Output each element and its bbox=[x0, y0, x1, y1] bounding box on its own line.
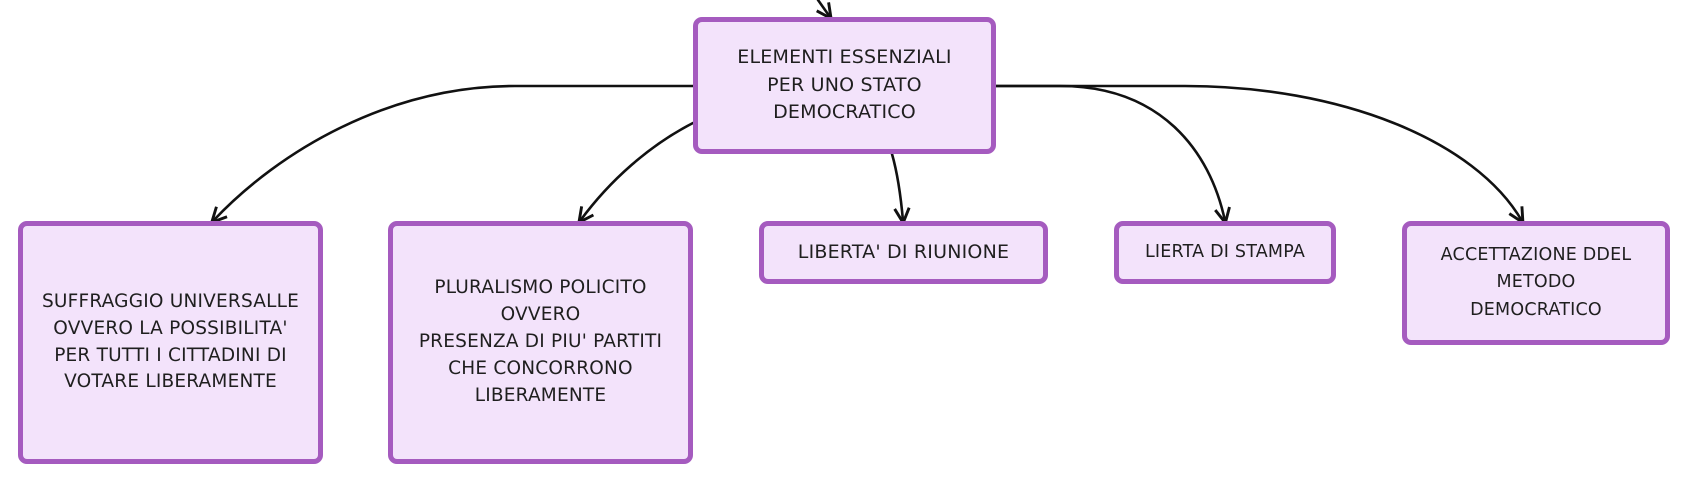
root-node: ELEMENTI ESSENZIALI PER UNO STATO DEMOCR… bbox=[693, 17, 996, 154]
connector-stampa bbox=[994, 84, 1225, 221]
node-pluralismo-label: PLURALISMO POLICITO OVVERO PRESENZA DI P… bbox=[418, 277, 663, 406]
node-stampa-label: LIERTA DI STAMPA bbox=[1144, 241, 1306, 262]
incoming-arrow bbox=[818, 0, 830, 17]
connector-riunione bbox=[890, 152, 903, 221]
connector-pluralismo bbox=[580, 121, 695, 221]
connector-metodo bbox=[994, 84, 1522, 221]
node-riunione-label: LIBERTA' DI RIUNIONE bbox=[797, 240, 1010, 263]
node-suffragio-label: SUFFRAGGIO UNIVERSALLE OVVERO LA POSSIBI… bbox=[41, 290, 300, 393]
connector-suffragio bbox=[213, 84, 695, 221]
node-pluralismo-politico: PLURALISMO POLICITO OVVERO PRESENZA DI P… bbox=[388, 221, 693, 464]
node-suffragio-universale: SUFFRAGGIO UNIVERSALLE OVVERO LA POSSIBI… bbox=[18, 221, 323, 464]
node-metodo-democratico: ACCETTAZIONE DDEL METODO DEMOCRATICO bbox=[1402, 221, 1670, 345]
node-liberta-riunione: LIBERTA' DI RIUNIONE bbox=[759, 221, 1048, 284]
node-metodo-label: ACCETTAZIONE DDEL METODO DEMOCRATICO bbox=[1440, 245, 1632, 320]
root-node-label: ELEMENTI ESSENZIALI PER UNO STATO DEMOCR… bbox=[737, 46, 952, 124]
node-liberta-stampa: LIERTA DI STAMPA bbox=[1114, 221, 1336, 284]
